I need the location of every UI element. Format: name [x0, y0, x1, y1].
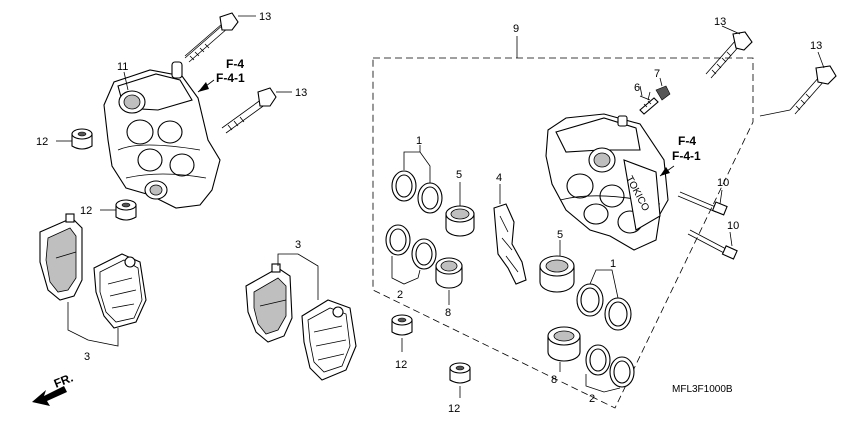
pad-callout-mid: [277, 253, 319, 300]
callout-8-lower: 8: [551, 374, 557, 386]
callout-10-upper: 10: [717, 177, 729, 189]
callout-12-center-lower: 12: [448, 403, 460, 415]
brake-pad-left-b: [93, 253, 147, 329]
collar-12-center-upper: [391, 314, 413, 352]
reference-labels: F-4 F-4-1 F-4 F-4-1: [216, 57, 701, 163]
callout-12-left-lower: 12: [80, 205, 92, 217]
bolt-13-right-upper: [705, 25, 753, 79]
leader-lines: [56, 15, 651, 211]
ref-arrow-left: [197, 79, 215, 93]
callout-13-left-lower: 13: [295, 87, 307, 99]
bolt-13-left-upper: [184, 12, 239, 63]
piston-seals-2-lower: [585, 344, 635, 393]
brake-pad-mid-b: [301, 299, 357, 381]
ref-arrow-right: [659, 165, 675, 177]
bolt-13-left-lower: [221, 87, 277, 134]
assembly-outline: [372, 36, 754, 409]
callout-13-right-upper: 13: [714, 16, 726, 28]
ref-left-f4: F-4: [226, 57, 244, 71]
callout-5-upper: 5: [456, 169, 462, 181]
diagram-code: MFL3F1000B: [672, 384, 733, 395]
callout-3-mid: 3: [295, 239, 301, 251]
piston-seals-1-lower: [576, 269, 632, 331]
bleeder-cap-7: [655, 77, 671, 101]
callout-10-lower: 10: [727, 220, 739, 232]
callout-12-center-upper: 12: [395, 359, 407, 371]
bleeder-screw-6: [639, 95, 659, 115]
piston-5-upper: [445, 182, 475, 237]
callout-labels: 13 11 13 12 12 3 3 9 1 5 4 2 8 6 7 13 13…: [36, 11, 822, 415]
callout-8-left: 8: [445, 307, 451, 319]
collar-12-left-upper: [71, 128, 93, 150]
front-label: FR.: [52, 371, 75, 391]
callout-6: 6: [634, 82, 640, 94]
right-caliper-body: TOKICO: [545, 113, 669, 251]
ref-right-f4: F-4: [678, 134, 696, 148]
brake-pad-left-a: [39, 213, 83, 301]
ref-left-f4-1: F-4-1: [216, 71, 245, 85]
collar-12-left-lower: [115, 199, 137, 221]
brake-pad-mid-a: [245, 263, 293, 343]
pad-pin-10-upper: [677, 189, 728, 216]
callout-11: 11: [117, 61, 128, 73]
pad-callout-left: [67, 302, 119, 347]
callout-4: 4: [496, 172, 502, 184]
callout-12-left-upper: 12: [36, 136, 48, 148]
piston-seals-1-upper: [391, 145, 443, 214]
callout-2-lower: 2: [589, 393, 595, 405]
callout-1-lower: 1: [610, 258, 616, 270]
callout-5-lower: 5: [557, 229, 563, 241]
piston-8-left: [435, 257, 463, 305]
pad-pin-10-lower: [687, 229, 738, 260]
pad-spring-4: [493, 184, 527, 285]
callout-13-left-upper: 13: [259, 11, 271, 23]
callout-7: 7: [654, 68, 660, 80]
front-direction-arrow-icon: [32, 386, 67, 406]
ref-right-f4-1: F-4-1: [672, 149, 701, 163]
callout-3-left: 3: [84, 351, 90, 363]
callout-9: 9: [513, 23, 519, 35]
bolt-13-right-lower: [759, 51, 837, 117]
left-caliper-body: [103, 61, 221, 209]
piston-seals-2-left: [385, 224, 437, 285]
piston-8-lower: [547, 326, 581, 372]
collar-12-center-lower: [449, 362, 471, 398]
callout-13-right-lower: 13: [810, 40, 822, 52]
callout-2-left: 2: [397, 289, 403, 301]
callout-1-upper: 1: [416, 135, 422, 147]
piston-5-lower: [539, 240, 575, 293]
